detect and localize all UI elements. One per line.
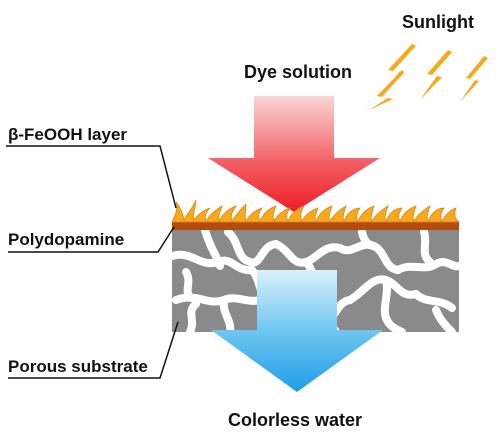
water-flow-arrow: [211, 270, 383, 392]
lightning-bolt-icon: [380, 44, 416, 98]
feooh-layer: [171, 199, 461, 223]
lightning-bolt-icon: [369, 70, 404, 110]
polydopamine-leader-line: [8, 226, 175, 253]
feooh-leader-line: [6, 145, 177, 209]
leader-lines: [6, 145, 179, 379]
polydopamine-layer: [172, 222, 459, 230]
substrate-leader-line: [8, 321, 179, 379]
lightning-bolt-icon: [460, 56, 488, 102]
dye-flow-arrow: [208, 96, 380, 212]
porous-substrate-label: Porous substrate: [8, 357, 148, 376]
colorless-water-label: Colorless water: [228, 410, 362, 430]
sunlight-bolts: [369, 44, 488, 110]
feooh-layer-label: β-FeOOH layer: [8, 125, 127, 144]
polydopamine-label: Polydopamine: [8, 230, 124, 249]
dye-solution-label: Dye solution: [244, 62, 352, 82]
sunlight-label: Sunlight: [402, 12, 474, 32]
lightning-bolt-icon: [420, 50, 452, 100]
